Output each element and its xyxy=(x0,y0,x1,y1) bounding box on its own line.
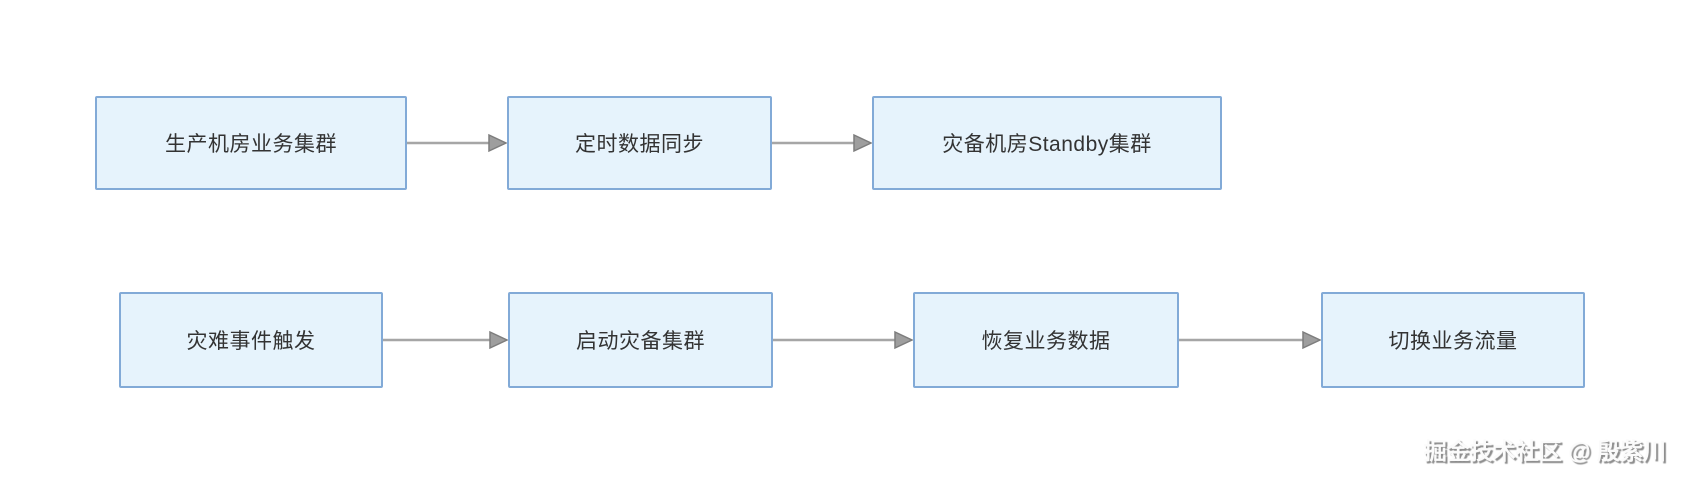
node-label: 恢复业务数据 xyxy=(981,330,1111,353)
node-label: 启动灾备集群 xyxy=(576,330,705,353)
node-label: 切换业务流量 xyxy=(1388,330,1518,353)
node-label: 灾难事件触发 xyxy=(186,330,316,353)
node-restore-business-data: 恢复业务数据 xyxy=(913,292,1179,388)
node-scheduled-data-sync: 定时数据同步 xyxy=(507,96,772,190)
arrow-start-to-restore xyxy=(773,330,914,350)
arrow-sync-to-standby xyxy=(772,133,873,153)
node-switch-business-traffic: 切换业务流量 xyxy=(1321,292,1585,388)
arrow-production-to-sync xyxy=(407,133,508,153)
node-label: 定时数据同步 xyxy=(575,133,704,156)
node-start-dr-cluster: 启动灾备集群 xyxy=(508,292,773,388)
node-label: 生产机房业务集群 xyxy=(165,133,337,156)
arrow-restore-to-switch xyxy=(1179,330,1322,350)
node-production-cluster: 生产机房业务集群 xyxy=(95,96,407,190)
arrow-disaster-to-start xyxy=(383,330,509,350)
node-label: 灾备机房Standby集群 xyxy=(942,133,1152,156)
node-standby-cluster: 灾备机房Standby集群 xyxy=(872,96,1222,190)
watermark: 掘金技术社区 @ 殷紫川 xyxy=(1423,438,1666,464)
node-disaster-event-trigger: 灾难事件触发 xyxy=(119,292,383,388)
